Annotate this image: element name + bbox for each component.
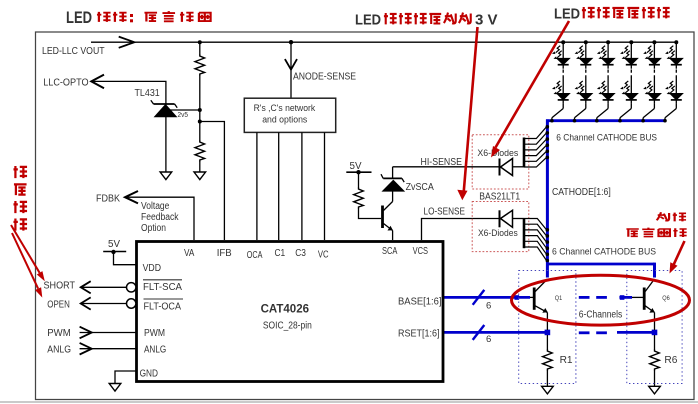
svg-text:OCA: OCA xyxy=(247,250,263,261)
svg-text:R's ,C's network: R's ,C's network xyxy=(254,103,316,114)
svg-text:LO-SENSE: LO-SENSE xyxy=(424,206,466,217)
svg-text:FLT-OCA: FLT-OCA xyxy=(144,302,182,313)
svg-text:LED: LED xyxy=(66,9,92,27)
svg-text:ZvSCA: ZvSCA xyxy=(406,182,435,193)
svg-text:SCA: SCA xyxy=(382,246,398,257)
svg-text:CATHODE[1:6]: CATHODE[1:6] xyxy=(552,187,611,198)
svg-text:and options: and options xyxy=(262,115,307,126)
svg-text:RSET[1:6]: RSET[1:6] xyxy=(398,328,440,339)
svg-text:Feedback: Feedback xyxy=(141,212,179,223)
svg-text:Voltage: Voltage xyxy=(141,201,170,212)
svg-text:LED-LLC VOUT: LED-LLC VOUT xyxy=(42,46,105,57)
svg-text:VA: VA xyxy=(184,248,195,259)
svg-text:LLC-OPTO: LLC-OPTO xyxy=(43,78,89,89)
svg-text:HI-SENSE: HI-SENSE xyxy=(421,157,463,168)
svg-text:Q1: Q1 xyxy=(555,296,563,302)
svg-text:6: 6 xyxy=(486,301,491,312)
svg-text:PWM: PWM xyxy=(144,328,165,339)
svg-text:2v5: 2v5 xyxy=(178,110,189,119)
svg-text:X6-Diodes: X6-Diodes xyxy=(478,228,518,239)
svg-text:R1: R1 xyxy=(560,355,573,366)
svg-text:C3: C3 xyxy=(295,248,306,259)
svg-text:PWM: PWM xyxy=(47,328,70,339)
svg-text:BAS21LT1: BAS21LT1 xyxy=(479,192,520,203)
svg-text:6: 6 xyxy=(486,334,491,345)
svg-text:VDD: VDD xyxy=(143,263,161,274)
svg-text:TL431: TL431 xyxy=(135,88,160,99)
svg-text:Q6: Q6 xyxy=(662,296,670,302)
svg-text:IFB: IFB xyxy=(217,248,232,259)
svg-text:R6: R6 xyxy=(664,355,678,366)
svg-text:3 V: 3 V xyxy=(475,11,498,28)
svg-text:SOIC_28-pin: SOIC_28-pin xyxy=(263,321,312,332)
svg-text:5V: 5V xyxy=(108,239,120,250)
svg-text:LED: LED xyxy=(554,5,580,22)
svg-text:FLT-SCA: FLT-SCA xyxy=(143,282,182,293)
svg-text:VCS: VCS xyxy=(413,246,429,257)
svg-text:VC: VC xyxy=(318,250,329,261)
svg-text:Option: Option xyxy=(141,223,166,234)
svg-text:GND: GND xyxy=(140,369,158,380)
svg-text:BASE[1:6]: BASE[1:6] xyxy=(398,297,442,308)
svg-text:ANLG: ANLG xyxy=(144,345,166,356)
svg-text:X6-Diodes: X6-Diodes xyxy=(477,148,518,159)
svg-text:FDBK: FDBK xyxy=(96,194,120,205)
svg-text:6 Channel CATHODE BUS: 6 Channel CATHODE BUS xyxy=(556,133,657,144)
svg-text:6 Channel CATHODE BUS: 6 Channel CATHODE BUS xyxy=(552,247,656,258)
svg-text:ANLG: ANLG xyxy=(47,345,71,356)
svg-text:5V: 5V xyxy=(350,161,362,172)
svg-text:CAT4026: CAT4026 xyxy=(261,302,310,316)
svg-text:ANODE-SENSE: ANODE-SENSE xyxy=(293,72,356,83)
svg-text:SHORT: SHORT xyxy=(44,281,76,292)
svg-text:C1: C1 xyxy=(275,248,286,259)
svg-text:6-Channels: 6-Channels xyxy=(579,310,623,321)
svg-text:LED: LED xyxy=(355,11,381,28)
svg-text:OPEN: OPEN xyxy=(47,300,70,311)
